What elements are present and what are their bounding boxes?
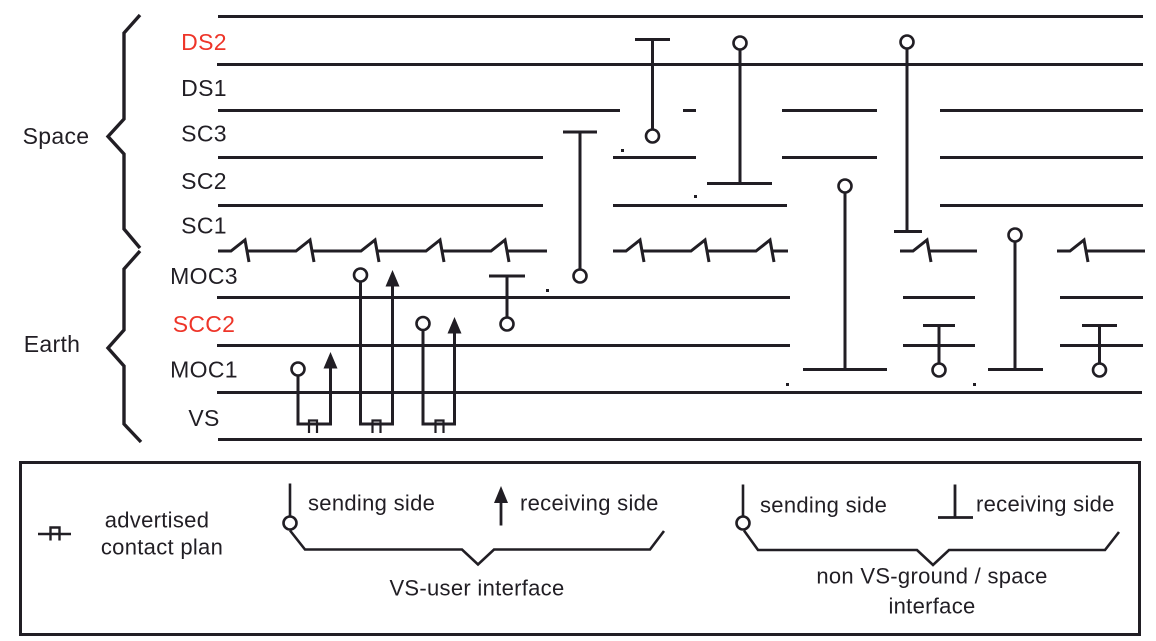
connector-moc3-scc2 [489,274,525,332]
connector-sc3-moc3 [563,130,597,284]
legend: advertised contact plan sending side rec… [19,461,1141,636]
layer-label-ds2: DS2 [181,29,227,55]
vs-user-pair-moc3 [352,267,400,433]
sending-circle [1091,362,1108,378]
sending-circle [352,267,369,283]
receiving-arrow-icon [385,270,400,287]
receiving-bar [894,48,922,233]
vs-user-brace [288,529,666,567]
receiving-bar [988,241,1043,371]
zigzag-break-line [900,237,977,263]
legend-vs-receiving-label: receiving side [520,491,659,516]
connector-sc1-moc1 [988,227,1043,371]
layer-label-sc3: SC3 [181,121,227,147]
receiving-bar [803,192,887,371]
vs-user-pair-moc1 [290,352,338,433]
receiving-bar [635,38,670,129]
sending-circle [499,316,515,332]
earth-brace [105,249,143,444]
layer-label-ds1: DS1 [181,75,227,101]
sending-circle [644,128,661,144]
sending-circle [931,362,947,378]
legend-nonvs-receiving-label: receiving side [976,492,1115,517]
receiving-bar [923,324,955,363]
receiving-bar [563,130,597,269]
group-label-earth: Earth [24,331,80,357]
zigzag-break-line [1057,237,1145,263]
sending-circle [732,35,748,51]
layer-label-vs: VS [188,405,219,431]
legend-advertised-line2: contact plan [101,535,223,560]
legend-advertised-line1: advertised [105,508,210,533]
connector-ds2-sc1 [894,34,922,233]
sending-circle [1007,227,1023,243]
group-label-space: Space [23,123,90,149]
connector-sc2-moc1 [803,178,887,371]
connector-ds2-sc2 [707,35,772,185]
layer-label-moc3: MOC3 [170,263,238,289]
nonvs-brace [742,529,1121,567]
contact-plan-marker [307,419,319,433]
legend-nonvs-caption-line2: interface [888,594,975,619]
sending-circle [290,361,306,377]
contact-plan-marker [371,419,382,433]
contact-plan-marker [434,419,445,433]
legend-vs-user-caption: VS-user interface [389,576,564,601]
vs-loop [296,368,332,426]
nonvs-sending-circle-icon [735,515,751,531]
legend-vs-sending-label: sending side [308,491,435,516]
nonvs-receiving-bar-icon [938,484,973,519]
print-specks [546,149,976,386]
layer-label-scc2: SCC2 [173,311,236,337]
legend-nonvs-sending-label: sending side [760,493,887,518]
contact-plan-icon [49,526,61,541]
receiving-arrow-icon [447,317,462,334]
sending-circle [899,34,915,50]
connector-scc2-moc1-b [1082,324,1117,378]
connector-ds2-sc3 [635,38,670,144]
space-brace [105,13,142,250]
vs-receiving-arrow-icon [494,486,508,503]
zigzag-break-line [613,237,788,263]
sending-circle [572,268,588,284]
layer-label-moc1: MOC1 [170,357,238,383]
vs-loop [359,281,394,426]
receiving-bar [489,274,525,317]
vs-sending-circle-icon [282,515,298,531]
zigzag-break-line [218,237,547,263]
receiving-bar [1082,324,1117,363]
sending-circle [837,178,853,194]
layer-label-sc1: SC1 [181,213,227,239]
legend-box [19,461,1141,636]
vs-loop [421,330,456,426]
connector-scc2-moc1-a [923,324,955,378]
receiving-arrow-icon [323,352,338,369]
sending-circle [415,315,431,332]
legend-nonvs-caption-line1: non VS-ground / space [816,564,1047,589]
vs-user-pair-scc2 [415,315,462,433]
layer-label-sc2: SC2 [181,168,227,194]
receiving-bar [707,49,772,185]
